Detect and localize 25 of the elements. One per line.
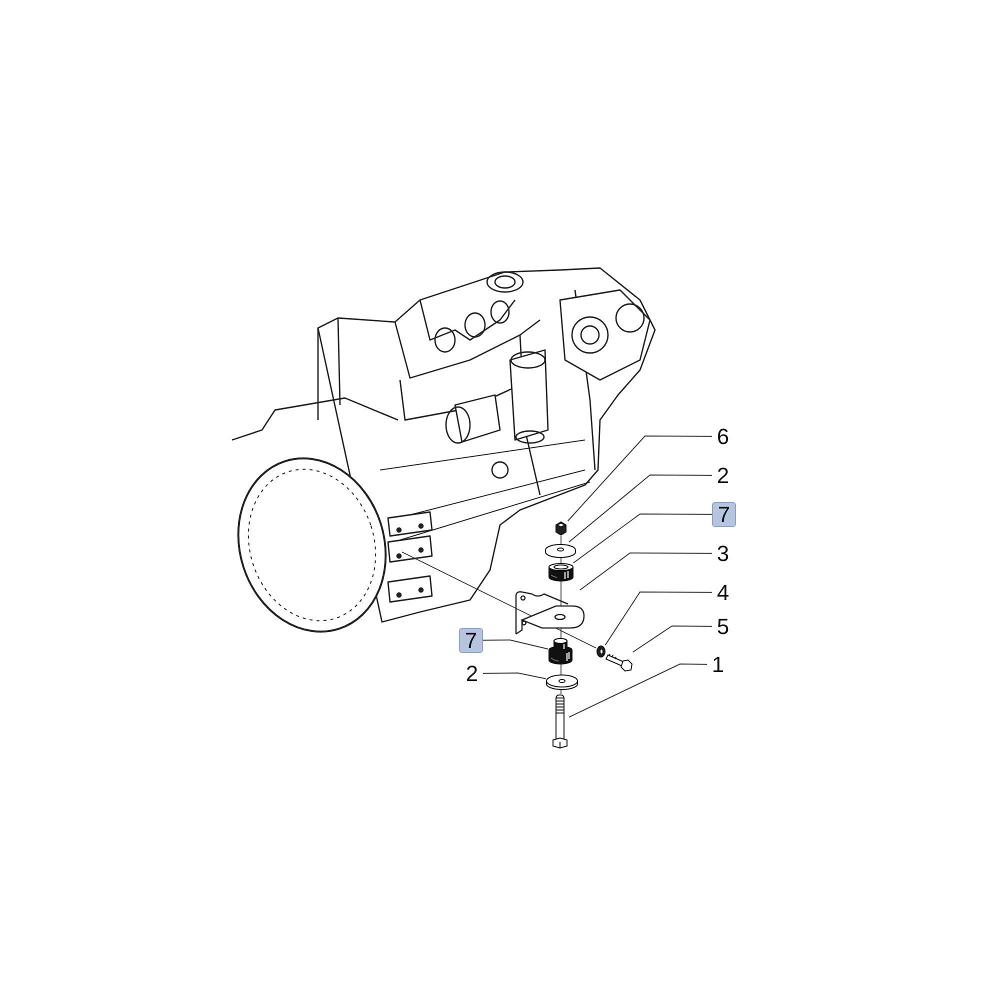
- callout-number: 2: [712, 463, 734, 488]
- lock-washer-icon: [596, 645, 606, 658]
- callout-number: 6: [712, 424, 734, 449]
- rubber-bushing-icon: [548, 563, 574, 581]
- long-bolt-icon: [551, 694, 569, 749]
- flat-washer-icon: [545, 542, 576, 556]
- callout-number: 3: [712, 541, 734, 566]
- leader-line: [632, 626, 712, 652]
- callout-number: 7: [712, 502, 736, 527]
- rubber-bushing-icon: [548, 638, 573, 666]
- leader-line: [482, 672, 546, 680]
- leader-line: [572, 514, 712, 564]
- leader-line: [580, 552, 712, 590]
- callout-number: 1: [707, 652, 729, 677]
- leader-line: [482, 640, 548, 650]
- callout-number: 5: [712, 614, 734, 639]
- leader-line: [604, 592, 712, 646]
- callout-number: 2: [461, 661, 483, 686]
- callout-number: 4: [712, 580, 734, 605]
- flat-washer-icon: [546, 674, 578, 690]
- leader-line: [568, 474, 712, 542]
- callout-number: 7: [459, 628, 483, 653]
- hex-nut-icon: [553, 521, 569, 536]
- leader-line: [567, 436, 712, 522]
- leader-line: [568, 664, 708, 718]
